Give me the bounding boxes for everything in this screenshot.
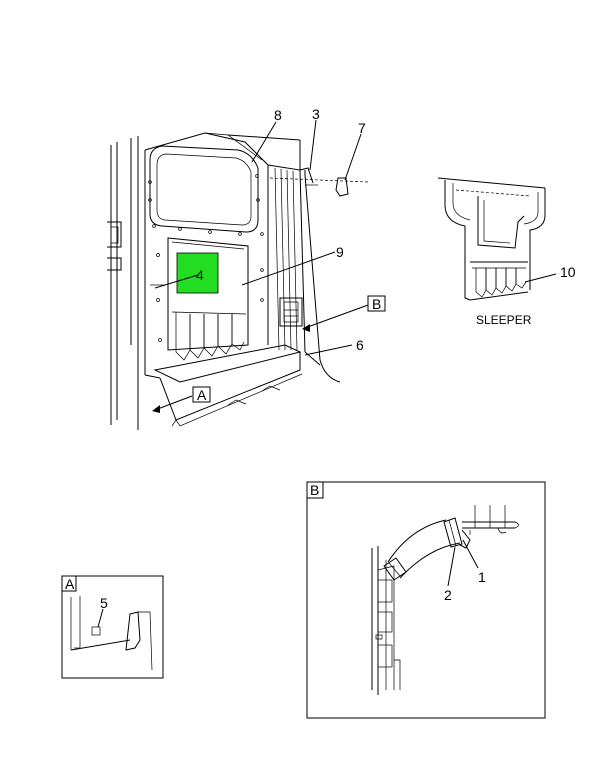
callout-3: 3 [312, 106, 320, 122]
leader-lines [152, 119, 369, 413]
callout-1: 1 [478, 569, 486, 585]
highlight-box [176, 252, 219, 294]
callout-8: 8 [274, 107, 282, 123]
sleeper-caption: SLEEPER [476, 313, 532, 327]
detail-b-panel: B [306, 481, 546, 719]
view-ref-a: A [192, 386, 211, 403]
sleeper-view [437, 177, 557, 301]
view-ref-b: B [367, 295, 386, 312]
vent-fins [171, 311, 247, 361]
view-ref-a-label: A [197, 387, 207, 403]
detail-b-label: B [310, 482, 319, 498]
view-ref-b-label: B [372, 296, 381, 312]
detail-a-label: A [65, 576, 75, 592]
callout-10: 10 [560, 264, 576, 280]
sleeper-fins [475, 268, 527, 298]
cab-main-view [107, 132, 369, 430]
callout-4: 4 [196, 267, 204, 283]
callout-2: 2 [444, 587, 452, 603]
callout-5: 5 [100, 595, 108, 611]
window-rivets [148, 174, 264, 302]
callout-7: 7 [358, 120, 366, 136]
detail-a-panel: A [61, 575, 164, 679]
callout-6: 6 [356, 337, 364, 353]
callout-9: 9 [336, 244, 344, 260]
